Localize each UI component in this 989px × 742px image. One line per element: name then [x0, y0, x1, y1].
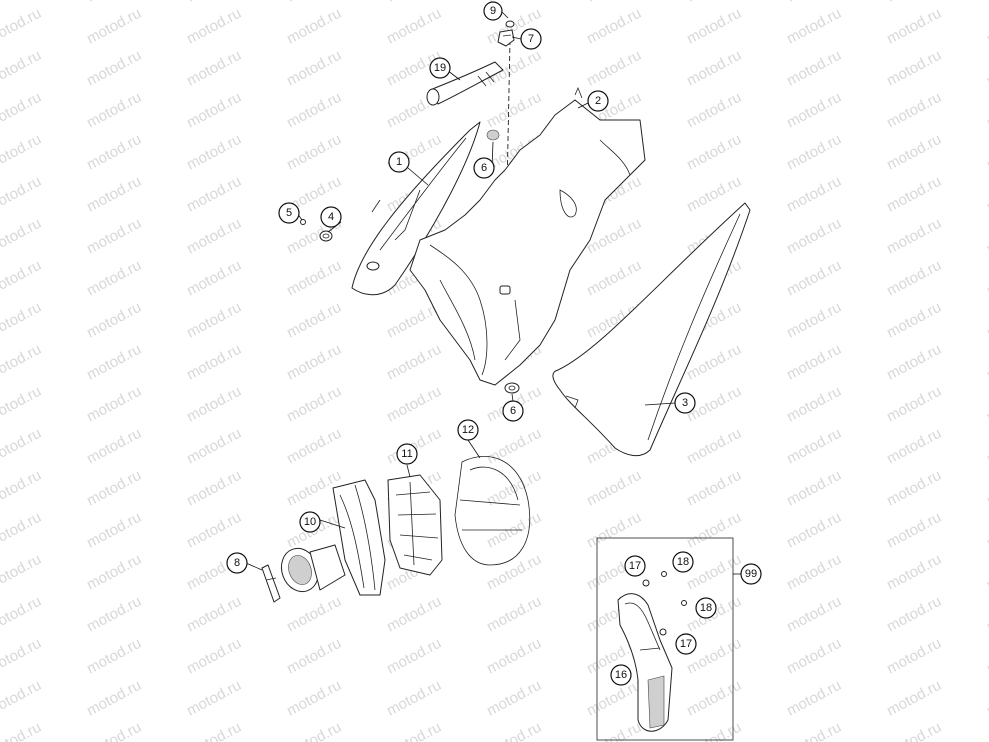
callout-19-label: 19 — [434, 62, 446, 74]
callout-12: 12 — [457, 419, 479, 441]
callout-11-label: 11 — [401, 448, 412, 460]
callout-7-label: 7 — [528, 33, 534, 45]
callout-6-lower: 6 — [502, 400, 524, 422]
callout-5-label: 5 — [286, 207, 292, 219]
callout-4-label: 4 — [328, 211, 334, 223]
part-6-grommet-lower — [504, 382, 520, 394]
kit-99-frame — [596, 537, 734, 741]
part-7-clip — [497, 29, 515, 47]
part-1-shroud — [351, 121, 481, 296]
callout-17-lower-label: 17 — [680, 638, 692, 650]
callout-99-label: 99 — [745, 568, 757, 580]
part-9-clamp — [261, 564, 281, 603]
callout-9-label: 8 — [234, 557, 240, 569]
callout-1: 1 — [388, 151, 410, 173]
part-2-airbox — [409, 86, 646, 386]
part-3-side-panel — [552, 202, 751, 457]
callout-18-upper-label: 18 — [677, 556, 689, 568]
callout-3: 3 — [674, 392, 696, 414]
callout-7: 7 — [520, 28, 542, 50]
callout-16-label: 16 — [615, 669, 627, 681]
callout-6-lower-label: 6 — [510, 405, 516, 417]
part-5-screw — [300, 219, 306, 225]
callout-1-label: 1 — [396, 156, 402, 168]
callout-2: 2 — [587, 90, 609, 112]
part-6-grommet-upper — [486, 129, 500, 141]
part-16-chain-guide — [617, 593, 673, 732]
callout-2-label: 2 — [595, 95, 601, 107]
part-17-screw-upper — [642, 579, 650, 587]
part-11-filter-cage — [387, 474, 443, 576]
callout-18-lower: 18 — [695, 597, 717, 619]
callout-10: 10 — [299, 511, 321, 533]
part-17-screw-lower — [659, 628, 667, 636]
callout-11: 11 — [396, 443, 418, 465]
part-4-grommet — [319, 230, 333, 242]
callout-9: 8 — [226, 552, 248, 574]
part-10-filter-holder — [332, 479, 386, 596]
callout-17-lower: 17 — [675, 633, 697, 655]
callout-18-upper: 18 — [672, 551, 694, 573]
callout-8-label: 9 — [490, 5, 496, 17]
callout-16: 16 — [610, 664, 632, 686]
callout-6-upper-label: 6 — [481, 162, 487, 174]
callout-19: 19 — [429, 57, 451, 79]
callout-12-label: 12 — [462, 424, 474, 436]
callout-5: 5 — [278, 202, 300, 224]
part-12-air-filter — [454, 455, 531, 566]
intake-sleeve — [280, 544, 346, 593]
callout-3-label: 3 — [682, 397, 688, 409]
callout-10-label: 10 — [304, 516, 316, 528]
part-18-washer-upper — [661, 571, 667, 577]
callout-17-upper-label: 17 — [629, 560, 641, 572]
callout-99: 99 — [740, 563, 762, 585]
part-18-washer-lower — [681, 600, 687, 606]
callout-8: 9 — [483, 1, 503, 21]
part-8-nut — [505, 20, 515, 28]
callout-6-upper: 6 — [473, 157, 495, 179]
callout-4: 4 — [320, 206, 342, 228]
callout-18-lower-label: 18 — [700, 602, 712, 614]
callout-17-upper: 17 — [624, 555, 646, 577]
part-19-hose — [426, 61, 504, 106]
